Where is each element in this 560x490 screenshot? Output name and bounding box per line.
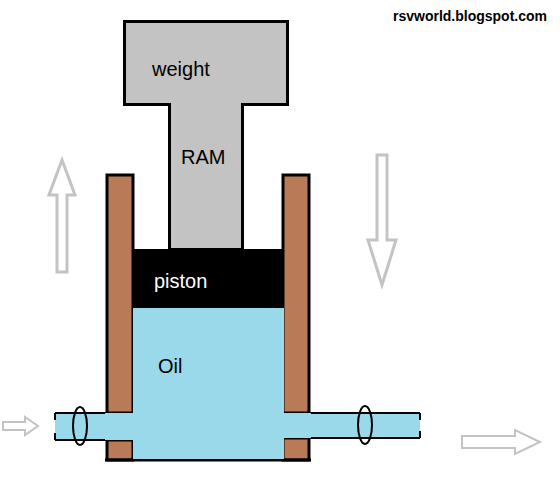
cylinder-wall bbox=[107, 440, 133, 460]
part-label: RAM bbox=[181, 145, 225, 169]
weight-block: weight bbox=[123, 20, 289, 106]
flow-in-arrow bbox=[3, 417, 38, 435]
outlet-pipe bbox=[270, 413, 420, 438]
part-label: piston bbox=[154, 269, 207, 293]
inlet-pipe bbox=[55, 413, 145, 440]
valve bbox=[358, 406, 372, 444]
down-arrow bbox=[368, 155, 396, 285]
cylinder-wall bbox=[283, 175, 309, 413]
oil-region: Oil bbox=[133, 308, 284, 459]
cylinder-wall bbox=[107, 175, 133, 413]
ram: RAM bbox=[168, 103, 244, 251]
piston: piston bbox=[133, 249, 284, 309]
valve bbox=[73, 407, 87, 445]
flow-out-arrow bbox=[462, 430, 540, 454]
up-arrow bbox=[49, 160, 75, 272]
part-label: weight bbox=[152, 57, 210, 81]
part-label: Oil bbox=[158, 354, 182, 378]
watermark: rsvworld.blogspot.com bbox=[393, 8, 547, 24]
cylinder-wall bbox=[283, 438, 309, 460]
